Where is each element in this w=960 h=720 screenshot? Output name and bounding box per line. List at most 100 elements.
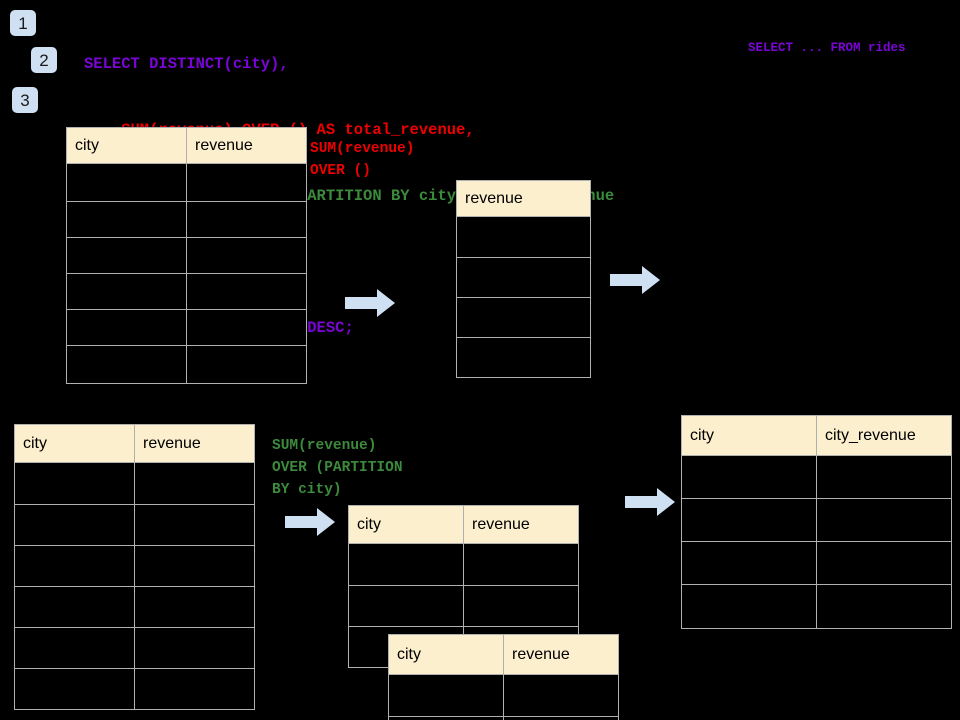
total-revenue-table: revenue — [456, 180, 591, 378]
partition-group-back: city revenue — [348, 505, 579, 668]
cell-city — [681, 584, 817, 629]
cell-revenue — [186, 163, 307, 202]
step-badge-2: 2 — [31, 47, 57, 73]
column-header-city-revenue: city_revenue — [816, 415, 952, 456]
cell-city — [66, 345, 187, 384]
column-header-revenue: revenue — [463, 505, 579, 544]
table-row — [66, 273, 307, 310]
annotation-total-revenue: SUM(revenue) OVER () — [310, 141, 415, 179]
table-row — [348, 543, 579, 586]
rides-source-table-2: city revenue — [14, 424, 255, 710]
table-header-row: revenue — [456, 180, 591, 217]
table-row — [456, 337, 591, 378]
final-result-table: city city_revenue — [681, 415, 952, 629]
cell-city — [348, 543, 464, 586]
column-header-city: city — [348, 505, 464, 544]
cell-revenue — [186, 201, 307, 238]
arrow-source-to-total — [345, 289, 395, 317]
cell-revenue — [134, 545, 255, 587]
cell-city — [66, 163, 187, 202]
cell-revenue — [503, 716, 619, 720]
column-header-city: city — [681, 415, 817, 456]
cell-city-revenue — [816, 455, 952, 499]
arrow-source2-to-partition — [285, 508, 335, 536]
table-row — [14, 627, 255, 669]
table-row — [681, 498, 952, 542]
cell-city — [66, 237, 187, 274]
arrow-partition-to-final — [625, 488, 675, 516]
cell-revenue — [463, 585, 579, 627]
cell-city-revenue — [816, 541, 952, 585]
cell-city — [681, 498, 817, 542]
step-badge-1: 1 — [10, 10, 36, 36]
table-row — [14, 586, 255, 628]
table-row — [388, 674, 619, 717]
cell-revenue — [456, 257, 591, 298]
partition-group-front: city revenue — [388, 634, 619, 720]
table-row — [14, 668, 255, 710]
cell-city — [14, 545, 135, 587]
cell-revenue — [186, 309, 307, 346]
cell-city — [66, 273, 187, 310]
cell-revenue — [134, 627, 255, 669]
cell-city — [388, 716, 504, 720]
table-header-row: city revenue — [388, 634, 619, 675]
table-row — [681, 584, 952, 629]
annotation-city-revenue: SUM(revenue) OVER (PARTITION BY city) — [272, 438, 403, 498]
column-header-revenue: revenue — [134, 424, 255, 463]
table-row — [66, 309, 307, 346]
cell-city — [14, 627, 135, 669]
cell-city-revenue — [816, 498, 952, 542]
cell-city — [388, 674, 504, 717]
table-header-row: city city_revenue — [681, 415, 952, 456]
column-header-revenue: revenue — [503, 634, 619, 675]
cell-revenue — [463, 543, 579, 586]
table-row — [348, 585, 579, 627]
table-row — [456, 216, 591, 258]
cell-city — [66, 309, 187, 346]
cell-revenue — [186, 345, 307, 384]
side-note-select-from-rides: SELECT ... FROM rides — [748, 41, 906, 55]
cell-revenue — [134, 462, 255, 505]
column-header-city: city — [388, 634, 504, 675]
table-header-row: city revenue — [66, 127, 307, 164]
table-row — [681, 541, 952, 585]
column-header-city: city — [14, 424, 135, 463]
column-header-city: city — [66, 127, 187, 164]
cell-revenue — [134, 504, 255, 546]
cell-city — [681, 541, 817, 585]
column-header-revenue: revenue — [186, 127, 307, 164]
cell-city — [14, 504, 135, 546]
sql-line-select: SELECT DISTINCT(city), — [84, 55, 289, 73]
table-row — [66, 201, 307, 238]
table-row — [456, 257, 591, 298]
cell-city — [66, 201, 187, 238]
cell-revenue — [456, 297, 591, 338]
table-header-row: city revenue — [14, 424, 255, 463]
cell-revenue — [503, 674, 619, 717]
cell-city — [14, 586, 135, 628]
rides-source-table: city revenue — [66, 127, 307, 384]
table-row — [14, 462, 255, 505]
cell-city — [348, 585, 464, 627]
table-row — [388, 716, 619, 720]
cell-revenue — [134, 586, 255, 628]
cell-city — [14, 668, 135, 710]
cell-revenue — [186, 273, 307, 310]
cell-revenue — [134, 668, 255, 710]
cell-revenue — [456, 216, 591, 258]
cell-revenue — [186, 237, 307, 274]
cell-city-revenue — [816, 584, 952, 629]
table-row — [14, 504, 255, 546]
table-row — [66, 237, 307, 274]
table-header-row: city revenue — [348, 505, 579, 544]
cell-city — [681, 455, 817, 499]
arrow-total-to-final — [610, 266, 660, 294]
table-row — [681, 455, 952, 499]
column-header-revenue: revenue — [456, 180, 591, 217]
table-row — [456, 297, 591, 338]
cell-city — [14, 462, 135, 505]
step-badge-3: 3 — [12, 87, 38, 113]
table-row — [14, 545, 255, 587]
table-row — [66, 345, 307, 384]
